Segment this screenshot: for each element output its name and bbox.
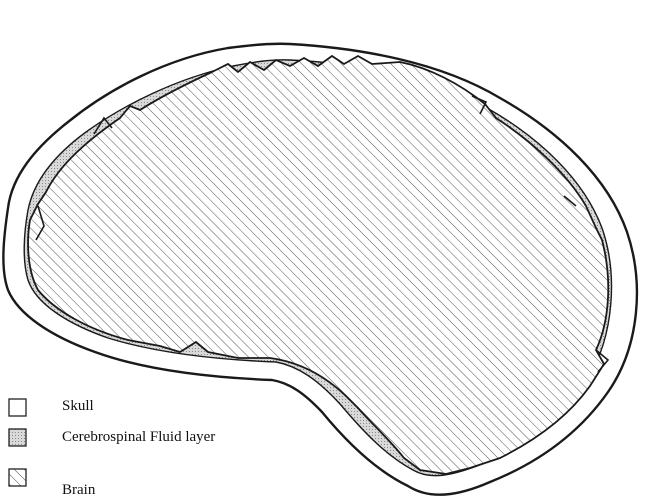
- legend-swatch-csf: [9, 429, 26, 446]
- legend-label-brain: Brain: [62, 483, 95, 498]
- legend-swatch-brain: [9, 469, 26, 486]
- legend-label-csf: Cerebrospinal Fluid layer: [62, 430, 215, 445]
- legend-label-skull: Skull: [62, 399, 94, 414]
- legend-swatch-skull: [9, 399, 26, 416]
